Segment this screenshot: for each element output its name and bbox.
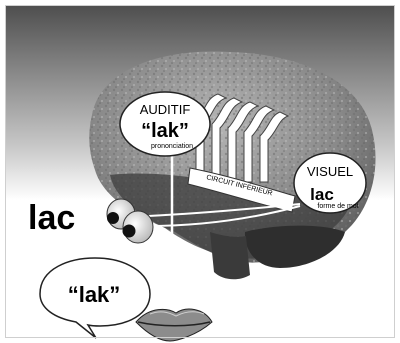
auditory-word: “lak”	[141, 120, 189, 142]
visual-title: VISUEL	[307, 164, 353, 179]
auditory-caption: prononciation	[151, 143, 193, 150]
stimulus-word: lac	[28, 199, 75, 237]
auditory-bubble: AUDITIF “lak” prononciation	[120, 92, 210, 156]
visual-word: lac	[310, 185, 334, 204]
visual-caption: forme de mot	[317, 203, 358, 210]
visual-bubble: VISUEL lac forme de mot	[294, 153, 366, 213]
speech-text: “lak”	[68, 282, 121, 307]
auditory-title: AUDITIF	[140, 102, 191, 117]
brainstem	[210, 232, 250, 279]
